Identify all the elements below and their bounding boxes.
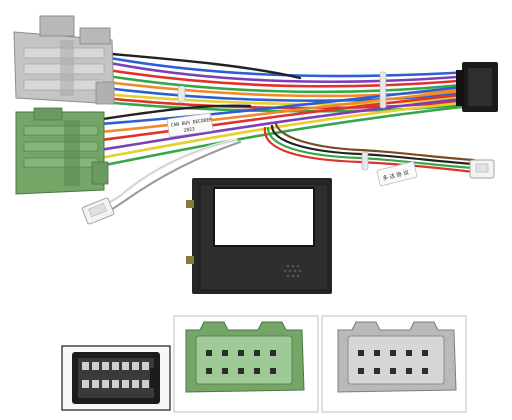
black-socket-inset (61, 345, 171, 411)
branch-wires-right (263, 122, 476, 174)
main-wire-bundle (94, 52, 472, 168)
white-small-plug-left (81, 197, 115, 225)
wire-tag-right: 多 达 协 议 (376, 161, 418, 187)
decoder-box (186, 178, 332, 294)
tag-center-line1: CAN BUS DECODER (170, 117, 212, 129)
cable-ties (177, 71, 387, 171)
branch-wires-left (98, 138, 242, 214)
white-small-plug-right (469, 159, 495, 179)
green-harness-plug (15, 107, 109, 195)
green-socket-inset (173, 315, 319, 413)
decoder-vent (283, 264, 302, 278)
tag-center-line2: 2023 (183, 126, 195, 134)
grey-harness-plug (13, 15, 115, 105)
grey-socket-inset (321, 315, 467, 413)
black-output-plug (456, 62, 498, 112)
wire-tag-center: CAN BUS DECODER 2023 (166, 112, 214, 138)
